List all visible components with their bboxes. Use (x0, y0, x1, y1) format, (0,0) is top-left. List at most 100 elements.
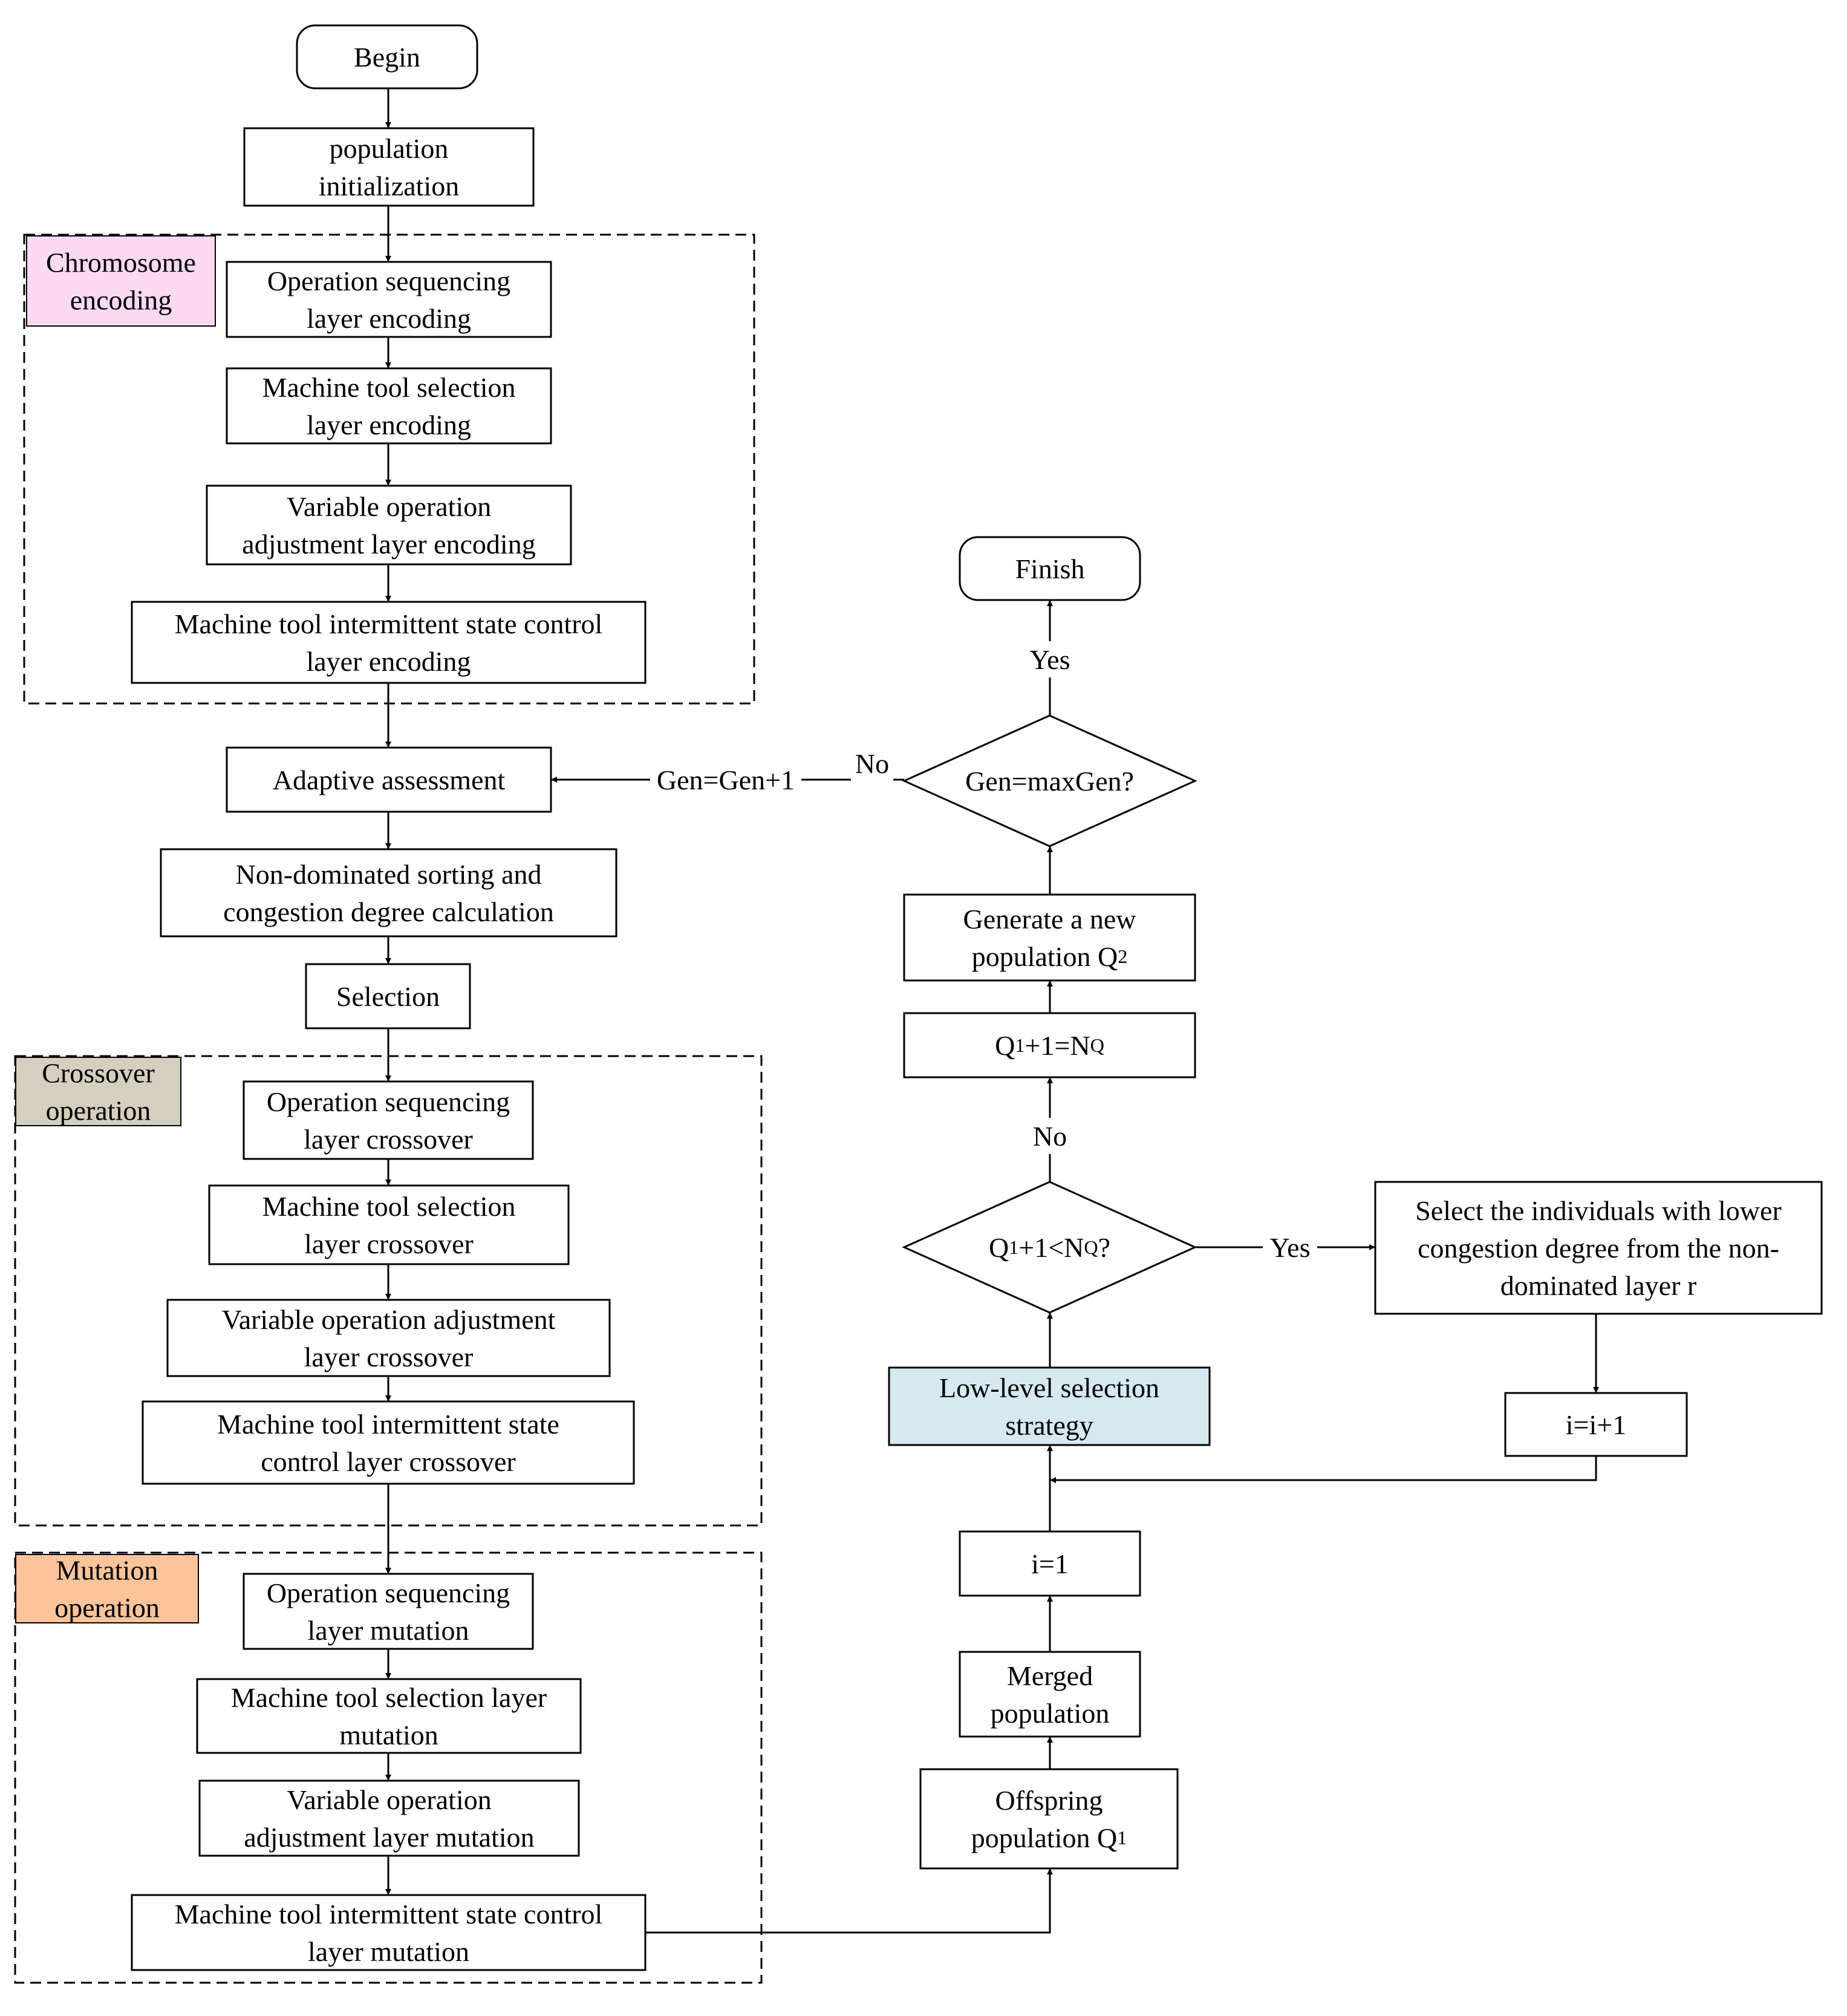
svg-text:Yes: Yes (1030, 644, 1070, 675)
svg-text:population: population (330, 133, 449, 164)
svg-text:layer crossover: layer crossover (304, 1228, 474, 1259)
svg-text:Machine tool intermittent stat: Machine tool intermittent state control (175, 608, 603, 639)
node-mu4: Machine tool intermittent state control l… (131, 1894, 647, 1971)
svg-text:population Q1: population Q1 (971, 1822, 1127, 1853)
svg-text:congestion degree calculation: congestion degree calculation (223, 896, 554, 927)
node-newpop: Generate a new population Q2 (903, 893, 1196, 982)
node-cx4: Machine tool intermittent state control l… (142, 1400, 635, 1485)
svg-text:Variable operation adjustment: Variable operation adjustment (222, 1304, 556, 1335)
group-chromosome-label: Chromosome encoding (26, 235, 216, 327)
node-qeq: Q1+1=NQ (903, 1012, 1196, 1078)
svg-text:population Q2: population Q2 (972, 941, 1128, 972)
node-cx1: Operation sequencing layer crossover (243, 1080, 534, 1160)
svg-text:Gen=Gen+1: Gen=Gen+1 (657, 765, 795, 795)
svg-text:Variable operation: Variable operation (287, 1784, 491, 1815)
svg-text:Variable operation: Variable operation (287, 491, 491, 522)
edge-mu4-offspring (645, 1868, 1053, 1934)
svg-text:Gen=maxGen?: Gen=maxGen? (965, 766, 1134, 797)
svg-text:Machine tool selection: Machine tool selection (262, 372, 516, 403)
svg-text:congestion degree from the non: congestion degree from the non- (1418, 1233, 1779, 1264)
svg-text:adjustment layer mutation: adjustment layer mutation (244, 1822, 534, 1853)
node-merged: Merged population (959, 1651, 1141, 1738)
svg-text:Operation sequencing: Operation sequencing (267, 1577, 510, 1608)
edge-label-no-q: No (1029, 1118, 1071, 1154)
node-selection: Selection (305, 963, 471, 1029)
svg-text:Crossover: Crossover (42, 1057, 155, 1088)
node-cx2: Machine tool selection layer crossover (208, 1184, 570, 1265)
svg-text:Begin: Begin (354, 42, 420, 73)
edge-label-no-gen: No (851, 745, 893, 781)
svg-text:operation: operation (54, 1592, 160, 1623)
svg-text:layer encoding: layer encoding (307, 303, 471, 334)
edge-iinc-loop (1050, 1456, 1597, 1483)
svg-text:Chromosome: Chromosome (46, 247, 196, 278)
svg-text:Select the individuals with lo: Select the individuals with lower (1415, 1195, 1782, 1226)
svg-text:layer crossover: layer crossover (304, 1342, 474, 1372)
node-enc2: Machine tool selection layer encoding (226, 367, 552, 445)
svg-text:layer crossover: layer crossover (304, 1124, 473, 1155)
group-mutation-label: Mutation operation (15, 1554, 199, 1623)
node-begin: Begin (296, 24, 478, 90)
svg-text:dominated layer r: dominated layer r (1500, 1270, 1696, 1301)
group-crossover-label: Crossover operation (15, 1057, 181, 1126)
svg-text:Machine tool selection layer: Machine tool selection layer (231, 1682, 547, 1713)
svg-text:Yes: Yes (1270, 1232, 1311, 1263)
node-lowlevel: Low-level selection strategy (888, 1366, 1211, 1446)
svg-text:layer mutation: layer mutation (308, 1936, 469, 1967)
svg-text:Adaptive assessment: Adaptive assessment (273, 765, 506, 795)
svg-text:initialization: initialization (319, 171, 460, 201)
svg-text:layer encoding: layer encoding (307, 409, 471, 440)
svg-text:Machine tool intermittent stat: Machine tool intermittent state (217, 1409, 559, 1440)
node-dec-gen: Gen=maxGen? (902, 714, 1197, 847)
svg-text:Machine tool selection: Machine tool selection (262, 1191, 516, 1222)
node-dec-q: Q1+1<NQ? (902, 1181, 1197, 1314)
node-enc4: Machine tool intermittent state control l… (131, 601, 647, 684)
node-adaptive: Adaptive assessment (226, 746, 552, 813)
node-select-ind: Select the individuals with lower congest… (1374, 1181, 1823, 1315)
node-iinc: i=i+1 (1504, 1392, 1688, 1457)
svg-text:Finish: Finish (1015, 553, 1084, 584)
svg-text:Q1+1<NQ?: Q1+1<NQ? (989, 1232, 1110, 1263)
svg-text:Selection: Selection (336, 981, 440, 1012)
node-cx3: Variable operation adjustment layer cross… (166, 1299, 611, 1377)
svg-text:Low-level selection: Low-level selection (939, 1372, 1159, 1403)
svg-text:encoding: encoding (70, 284, 172, 315)
svg-text:i=i+1: i=i+1 (1566, 1409, 1626, 1440)
node-i1: i=1 (959, 1530, 1141, 1597)
node-mu1: Operation sequencing layer mutation (243, 1573, 534, 1650)
svg-text:Operation sequencing: Operation sequencing (267, 1086, 510, 1117)
edge-label-yes-q: Yes (1263, 1229, 1317, 1265)
svg-text:No: No (855, 748, 889, 779)
node-pop-init: population initialization (243, 127, 535, 207)
group-chromosome: Chromosome encoding (23, 233, 755, 705)
node-finish: Finish (959, 536, 1141, 601)
svg-text:Merged: Merged (1007, 1660, 1093, 1691)
svg-text:layer encoding: layer encoding (306, 646, 471, 677)
svg-text:Mutation: Mutation (56, 1554, 158, 1585)
node-offspring: Offspring population Q1 (919, 1768, 1179, 1870)
group-mutation: Mutation operation (14, 1551, 763, 1984)
svg-text:No: No (1033, 1121, 1067, 1152)
svg-text:Q1+1=NQ: Q1+1=NQ (995, 1030, 1104, 1061)
svg-text:i=1: i=1 (1031, 1548, 1069, 1579)
svg-text:mutation: mutation (339, 1720, 438, 1750)
svg-text:Non-dominated sorting and: Non-dominated sorting and (236, 859, 542, 890)
svg-text:Offspring: Offspring (995, 1785, 1103, 1816)
svg-text:strategy: strategy (1005, 1410, 1093, 1441)
svg-text:operation: operation (46, 1095, 151, 1126)
node-mu2: Machine tool selection layer mutation (196, 1678, 582, 1754)
svg-text:layer mutation: layer mutation (308, 1615, 469, 1646)
svg-text:Machine tool intermittent stat: Machine tool intermittent state control (175, 1899, 603, 1930)
svg-text:population: population (991, 1698, 1110, 1729)
svg-text:Generate a new: Generate a new (963, 904, 1136, 935)
edge-label-yes-gen: Yes (1023, 641, 1077, 677)
edge-label-gen-inc: Gen=Gen+1 (650, 762, 801, 798)
node-nondom: Non-dominated sorting and congestion degr… (160, 848, 617, 938)
svg-text:control layer crossover: control layer crossover (261, 1446, 516, 1477)
node-mu3: Variable operation adjustment layer mutat… (198, 1779, 580, 1857)
node-enc1: Operation sequencing layer encoding (226, 261, 552, 338)
group-crossover: Crossover operation (14, 1055, 763, 1527)
svg-text:Operation sequencing: Operation sequencing (267, 266, 510, 296)
